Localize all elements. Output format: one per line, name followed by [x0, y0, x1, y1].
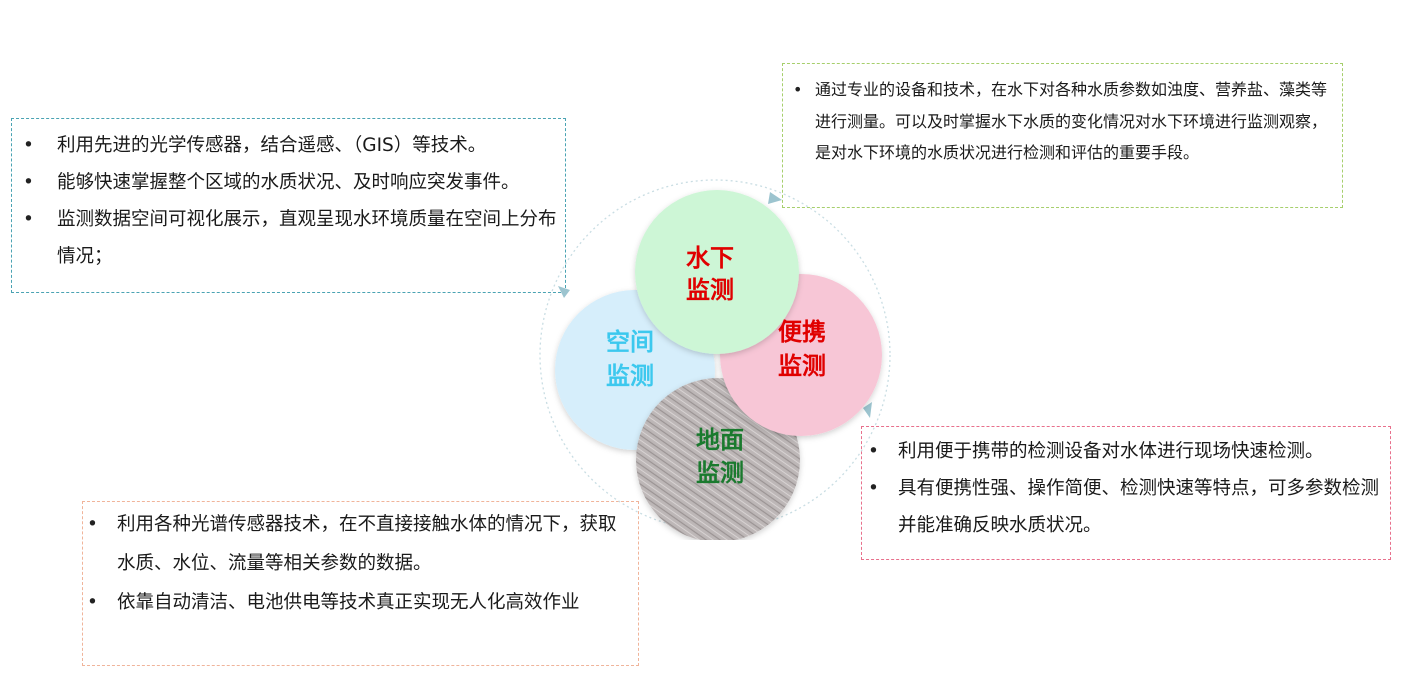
circle-underwater	[635, 190, 799, 354]
spatial-monitoring-description: 利用先进的光学传感器，结合遥感、（GIS）等技术。 能够快速掌握整个区域的水质状…	[11, 118, 566, 293]
portable-monitoring-description: 利用便于携带的检测设备对水体进行现场快速检测。 具有便携性强、操作简便、检测快速…	[861, 426, 1391, 560]
label-portable-2: 监测	[778, 352, 826, 380]
list-item: 利用便于携带的检测设备对水体进行现场快速检测。	[868, 433, 1386, 470]
list-item: 监测数据空间可视化展示，直观呈现水环境质量在空间上分布情况；	[23, 201, 561, 275]
ground-monitoring-description: 利用各种光谱传感器技术，在不直接接触水体的情况下，获取水质、水位、流量等相关参数…	[82, 501, 639, 666]
ring-arrow-right	[863, 402, 872, 418]
list-item: 利用各种光谱传感器技术，在不直接接触水体的情况下，获取水质、水位、流量等相关参数…	[87, 505, 634, 583]
list-item: 依靠自动清洁、电池供电等技术真正实现无人化高效作业	[87, 583, 634, 622]
ring-arrow-top-right	[768, 192, 782, 204]
list-item: 能够快速掌握整个区域的水质状况、及时响应突发事件。	[23, 164, 561, 201]
list-item: 具有便携性强、操作简便、检测快速等特点，可多参数检测并能准确反映水质状况。	[868, 470, 1386, 544]
label-spatial-2: 监测	[606, 362, 654, 390]
label-underwater-1: 水下	[686, 244, 734, 272]
ring-arrow-left	[558, 286, 570, 298]
label-ground-1: 地面	[696, 426, 744, 454]
label-underwater-2: 监测	[686, 276, 734, 304]
label-portable-1: 便携	[778, 318, 826, 346]
label-spatial-1: 空间	[606, 328, 654, 356]
underwater-monitoring-description: 通过专业的设备和技术，在水下对各种水质参数如浊度、营养盐、藻类等进行测量。可以及…	[782, 63, 1343, 208]
monitoring-venn-diagram: 水下 监测 便携 监测 空间 监测 地面 监测	[539, 179, 891, 540]
outer-ring	[539, 179, 891, 531]
list-item: 利用先进的光学传感器，结合遥感、（GIS）等技术。	[23, 127, 561, 164]
list-item: 通过专业的设备和技术，在水下对各种水质参数如浊度、营养盐、藻类等进行测量。可以及…	[793, 74, 1334, 169]
label-ground-2: 监测	[696, 459, 744, 487]
